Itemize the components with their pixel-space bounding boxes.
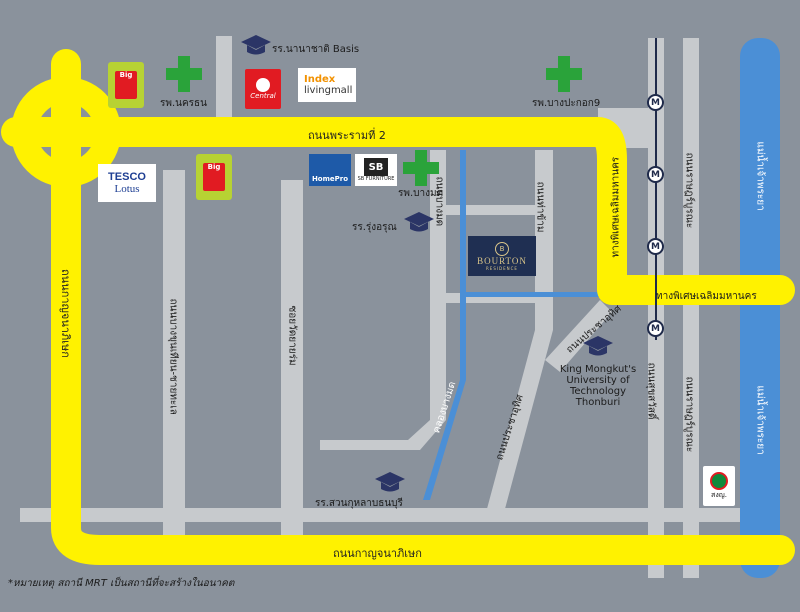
label-tha-kham: ถนนท่าข้าม — [534, 181, 546, 233]
bourton-emblem-icon: B — [495, 241, 509, 256]
mrt-station-icon: M — [647, 94, 664, 111]
bigc-logo-top: Big — [108, 62, 144, 108]
label-rama2: ถนนพระรามที่ 2 — [308, 129, 386, 142]
footnote: *หมายเหตุ สถานี MRT เป็นสถานีที่จะสร้างใ… — [8, 578, 235, 589]
school-icon-kmutt — [583, 336, 613, 356]
side-street-1 — [446, 205, 542, 215]
label-kmutt: King Mongkut's University of Technology … — [559, 364, 637, 408]
mrt-station-icon: M — [647, 238, 664, 255]
label-kanchanaphisek-left: ถนนกาญจนาภิเษก — [59, 269, 72, 358]
kanchanaphisek-road — [51, 49, 795, 565]
bourton-residence-marker: B BOURTON RESIDENCE — [468, 236, 536, 276]
label-rat-burana-2: ถนนราษฎร์บูรณะ — [683, 376, 695, 453]
kasikorn-bank-marker: สงญ. — [703, 466, 735, 506]
rama2-roundabout — [11, 77, 121, 187]
mrt-station-icon: M — [647, 166, 664, 183]
khlong-branch — [466, 292, 616, 297]
central-emblem-icon — [256, 78, 270, 92]
khlong-bang-mot — [423, 150, 466, 500]
label-soi-wat-yai-rom: ซอยวัดยายร่ม — [286, 305, 298, 366]
tesco-lotus-logo: TESCO Lotus — [98, 164, 156, 202]
kasikorn-emblem-icon — [710, 471, 728, 490]
label-kanchanaphisek-bottom: ถนนกาญจนาภิเษก — [333, 547, 422, 560]
index-livingmall-logo: Index livingmall — [298, 68, 356, 102]
bigc-logo-bottom: Big — [196, 154, 232, 200]
label-bangpakok9-hosp: รพ.บางปะกอก9 — [532, 98, 601, 109]
label-expressway-vertical: ทางพิเศษเฉลิมมหานคร — [610, 156, 622, 258]
label-expressway-horizontal: ทางพิเศษเฉลิมมหานคร — [656, 291, 757, 302]
label-rat-burana-1: ถนนราษฎร์บูรณะ — [683, 152, 695, 229]
soi-wat-yai-rom-road — [281, 180, 303, 550]
rat-burana-road — [683, 38, 699, 578]
label-chao-phraya-bottom: แม่น้ำเจ้าพระยา — [754, 385, 766, 455]
label-basis-school: รร.นานาชาติ Basis — [272, 44, 360, 55]
side-street-2 — [446, 293, 542, 303]
bang-mot-road — [320, 150, 446, 450]
mrt-station-icon: M — [647, 320, 664, 337]
school-icon-basis — [241, 35, 271, 55]
hospital-icon-bangpakok9 — [546, 56, 582, 92]
hospital-icon-nakornthon — [166, 56, 202, 92]
bang-khun-thian-road — [163, 170, 185, 550]
label-suankularb-school: รร.สวนกุหลาบธนบุรี — [315, 498, 403, 509]
central-logo: Central — [245, 69, 281, 109]
pracha-uthit-diagonal — [545, 300, 612, 372]
label-bangmot-hosp: รพ.บางมด — [398, 188, 444, 199]
homepro-logo: HomePro — [309, 154, 351, 186]
label-chao-phraya-top: แม่น้ำเจ้าพระยา — [754, 141, 766, 211]
label-bang-khun-thian: ถนนบางขุนเทียน-ชายทะเล — [167, 298, 179, 415]
rama2-expressway — [1, 117, 795, 305]
school-icon-rung-arun — [404, 212, 434, 232]
hospital-icon-bangmot — [403, 150, 439, 186]
label-rung-arun-school: รร.รุ่งอรุณ — [352, 222, 397, 233]
sb-emblem-icon: SB — [364, 158, 388, 176]
label-nakornthon-hosp: รพ.นครธน — [160, 98, 207, 109]
lower-cross-road — [20, 508, 740, 522]
sb-furniture-logo: SB SB FURNITURE — [355, 154, 397, 186]
chao-phraya-river — [740, 38, 780, 578]
school-icon-suankularb — [375, 472, 405, 492]
